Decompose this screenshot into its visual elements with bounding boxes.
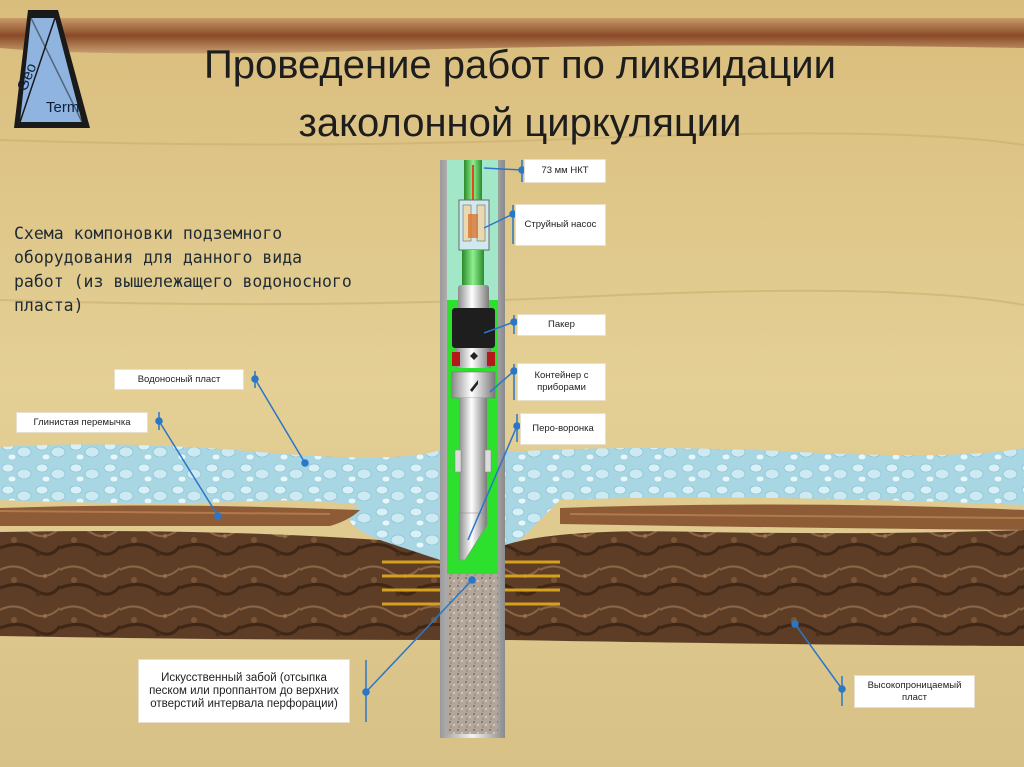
label-artificial-bottom: Искусственный забой (отсыпка песком или … xyxy=(139,660,349,722)
derrick-logo: Geo Term xyxy=(14,10,90,128)
clay-bridge-layer xyxy=(0,505,360,526)
funnel-shoe xyxy=(458,512,488,561)
label-funnel: Перо-воронка xyxy=(521,414,605,444)
label-tubing: 73 мм НКТ xyxy=(525,160,605,182)
instrument-container xyxy=(451,371,496,399)
label-packer: Пакер xyxy=(518,315,605,335)
aquifer-layer xyxy=(0,444,440,560)
top-strata-band xyxy=(0,18,1024,54)
title-line-2: заколонной циркуляции xyxy=(298,101,742,145)
high-permeability-layer xyxy=(0,531,440,640)
label-jet-pump: Струйный насос xyxy=(516,205,605,245)
label-container: Контейнер с приборами xyxy=(518,364,605,400)
label-aquifer: Водоносный пласт xyxy=(115,370,243,389)
title-line-1: Проведение работ по ликвидации xyxy=(204,43,836,87)
sand-fill xyxy=(447,574,498,734)
scheme-description: Схема компоновки подземного оборудования… xyxy=(14,224,352,315)
slide-title: Проведение работ по ликвидации заколонно… xyxy=(60,36,980,152)
packer xyxy=(452,308,495,348)
label-high-permeability: Высокопроницаемый пласт xyxy=(855,676,974,707)
logo-text-term: Term xyxy=(46,99,79,116)
perforations xyxy=(382,560,560,606)
label-clay-bridge: Глинистая перемычка xyxy=(17,413,147,432)
